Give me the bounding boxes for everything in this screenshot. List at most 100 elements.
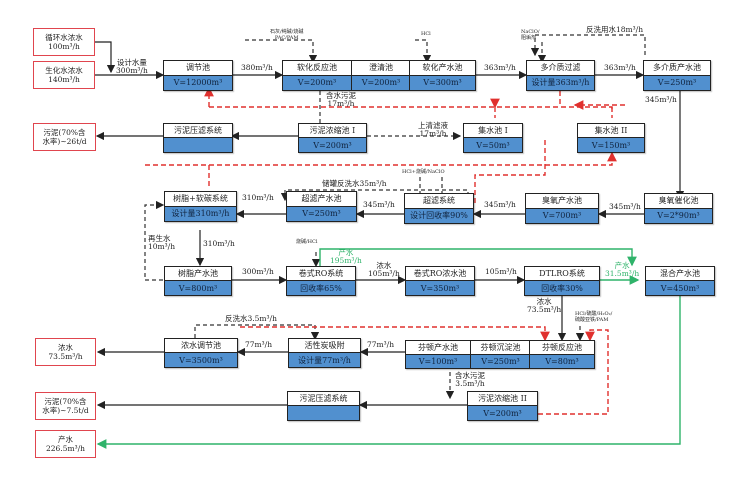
unit-softening-product: 软化产水池 V=300m³: [409, 61, 475, 90]
flow-label: 300m³/h: [242, 267, 274, 276]
output-line: 73.5m³/h: [48, 352, 83, 361]
unit-name: 树脂+软碳系统: [165, 192, 236, 207]
flow-label: 77m³/h: [367, 340, 395, 349]
label-text: 浓水: [376, 261, 392, 270]
unit-multimedia-filter: 多介质过滤 设计量363m³/h: [526, 60, 595, 91]
label-text: 产水: [614, 261, 630, 270]
dtro-product-label: 产水 31.5m³/h: [605, 261, 639, 279]
label-text: PAC/PAM: [274, 34, 299, 41]
unit-spec: V=50m³: [464, 138, 522, 152]
unit-sludge-press-2: 污泥压滤系统: [287, 391, 360, 421]
backwash-label: 反洗水3.5m³/h: [225, 314, 277, 323]
output-line: 产水: [58, 434, 73, 444]
unit-spec: V=80m³: [530, 354, 594, 368]
unit-spec: V=200m³: [283, 75, 351, 90]
unit-name: 多介质产水池: [644, 61, 710, 76]
label-text: 含水污泥: [455, 371, 485, 380]
label-text: HCl/硫酸/H₂O₂/: [575, 311, 613, 317]
unit-dtro-system: DTLRO系统 回收率30%: [524, 266, 600, 296]
label-text: 浓水: [536, 297, 552, 306]
label-text: 硫酸亚铁/PAM: [575, 316, 609, 323]
unit-name: 污泥浓缩池 II: [468, 392, 537, 406]
chemical-dose-softening: 石灰/纯碱/烧碱 PAC/PAM: [270, 29, 303, 41]
label-text: 含水污泥: [326, 91, 356, 100]
label-text: 设计水量: [116, 58, 147, 67]
output-product-water: 产水 226.5m³/h: [35, 430, 96, 458]
unit-spec: 回收率65%: [287, 281, 355, 295]
unit-spec: 设计量77m³/h: [289, 353, 360, 367]
unit-spec: V=250m³: [644, 75, 710, 90]
label-value: 300m³/h: [116, 66, 148, 76]
dashed-flow: [415, 39, 432, 64]
output-line: 水率)~26t/d: [42, 137, 87, 146]
unit-name: 集水池 II: [578, 124, 644, 138]
unit-fenton-sedimentation: 芬顿沉淀池 V=250m³: [470, 341, 530, 368]
unit-spec: V=800m³: [165, 281, 231, 295]
unit-name: 臭氧催化池: [645, 194, 712, 209]
unit-uf-system: 超滤系统 设计回收率90%: [404, 193, 474, 224]
unit-spec: V=150m³: [578, 138, 644, 152]
label-value: 3.5m³/h: [455, 379, 485, 389]
dashed-flow: [245, 39, 318, 64]
flow-label: 345m³/h: [609, 202, 641, 211]
unit-softening-reaction: 软化反应池 V=200m³: [283, 61, 351, 90]
chemical-dose-uf: HCl+烧碱/NaClO: [402, 169, 445, 175]
label-value: 10m³/h: [148, 242, 176, 252]
unit-name: 软化产水池: [410, 61, 475, 76]
design-flow-label: 设计水量 300m³/h: [116, 58, 148, 76]
unit-resin-product-pool: 树脂产水池 V=800m³: [164, 266, 232, 296]
flow-label: 345m³/h: [645, 95, 677, 104]
unit-name: 污泥浓缩池 I: [299, 124, 366, 138]
unit-spec: V=3500m³: [165, 353, 237, 367]
unit-name: 澄清池: [352, 61, 410, 76]
unit-spec: 设计回收率90%: [405, 208, 473, 223]
unit-name: 集水池 I: [464, 124, 522, 138]
label-text: NaClO/: [521, 29, 540, 35]
sludge-return-line: [474, 140, 546, 203]
flow-label: 380m³/h: [241, 63, 273, 72]
label-value: 17m³/h: [419, 129, 447, 139]
unit-name: 超滤系统: [405, 194, 473, 209]
unit-spec: [164, 138, 232, 152]
supernatant-label: 上清滤液 17m³/h: [418, 121, 448, 139]
unit-spec: [288, 406, 359, 420]
unit-spec: V=700m³: [526, 208, 598, 223]
unit-sludge-thickener-1: 污泥浓缩池 I V=200m³: [298, 123, 367, 153]
output-sludge-1: 污泥(70%含 水率)~26t/d: [33, 123, 96, 151]
unit-ro-concentrate-pool: 卷式RO浓水池 V=350m³: [405, 266, 475, 296]
product-line: [96, 296, 681, 449]
unit-activated-carbon: 活性炭吸附 设计量77m³/h: [288, 338, 361, 368]
unit-name: 芬顿反应池: [530, 341, 594, 355]
unit-concentrate-regulating-tank: 浓水调节池 V=3500m³: [164, 338, 238, 368]
dashed-flow: [530, 34, 646, 57]
unit-name: 浓水调节池: [165, 339, 237, 353]
sludge-return-line: [240, 326, 550, 342]
flow-label: 363m³/h: [484, 63, 516, 72]
unit-spec: V=200m³: [352, 75, 410, 90]
unit-name: 卷式RO浓水池: [406, 267, 474, 281]
output-line: 水率)~7.5t/d: [42, 406, 89, 415]
unit-spec: V=450m³: [646, 281, 714, 295]
unit-spec: V=100m³: [406, 354, 470, 368]
sludge-return-line: [538, 329, 609, 415]
label-text: 阻垢剂: [521, 34, 537, 41]
chemical-dose-filter: NaClO/ 阻垢剂: [521, 29, 540, 41]
backwash-label: 储罐反洗水35m³/h: [322, 179, 387, 188]
flow-label: 345m³/h: [363, 200, 395, 209]
unit-collection-tank-1: 集水池 I V=50m³: [463, 123, 523, 153]
regen-water-label: 再生水 10m³/h: [148, 234, 176, 252]
ro-concentrate-label: 浓水 105m³/h: [368, 261, 400, 279]
sludge-water-1-label: 含水污泥 17m³/h: [326, 91, 356, 109]
unit-spec: 回收率30%: [525, 281, 599, 295]
unit-spec: V=200m³: [299, 138, 366, 152]
sludge-water-2-label: 含水污泥 3.5m³/h: [455, 371, 485, 389]
unit-spec: 设计量363m³/h: [527, 75, 594, 90]
input-name: 生化水浓水: [45, 65, 83, 75]
unit-spec: 设计量310m³/h: [165, 206, 236, 221]
output-concentrate: 浓水 73.5m³/h: [35, 338, 96, 366]
dashed-flow: [194, 324, 320, 345]
unit-spec: V=250m³: [287, 206, 356, 221]
dtro-concentrate-label: 浓水 73.5m³/h: [527, 297, 561, 315]
flow-line: [95, 41, 116, 74]
